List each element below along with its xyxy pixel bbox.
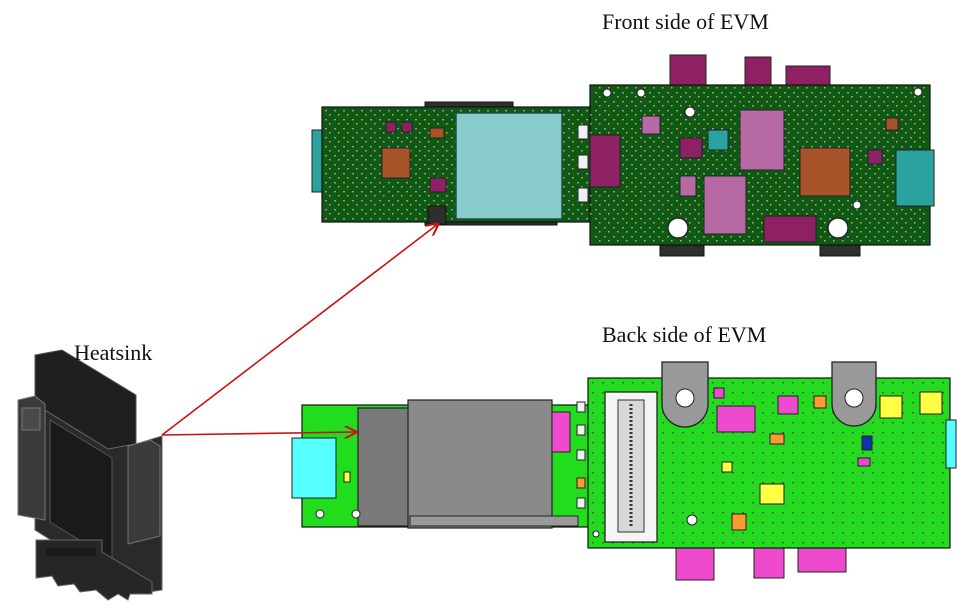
front-mount-hole-3	[684, 106, 696, 118]
back-switch-1	[576, 401, 586, 413]
back-heat-spreader-left	[357, 407, 411, 527]
back-chip-blue	[861, 435, 873, 451]
heatsink-left-tab	[21, 407, 41, 431]
front-chip-magenta-tiny-1	[385, 121, 397, 133]
back-mount-hole-4	[592, 530, 600, 538]
back-switch-3	[576, 449, 586, 461]
front-mount-hole-5	[602, 88, 612, 98]
front-chip-magenta-tiny-3	[867, 149, 883, 165]
front-top-connector-1	[669, 54, 707, 88]
front-chip-magenta-left	[589, 134, 621, 188]
back-left-connector	[291, 437, 337, 499]
front-chip-magenta-small	[429, 177, 447, 193]
back-board	[291, 361, 957, 581]
back-switch-4	[576, 477, 586, 489]
front-chip-teal	[707, 129, 729, 151]
front-mount-hole-4	[913, 87, 923, 97]
arrow-to-front	[161, 224, 438, 436]
front-thermal-pad	[455, 112, 563, 220]
back-mount-loop-2-hole	[844, 388, 864, 408]
back-chip-pink-4	[857, 457, 871, 467]
front-chip-copper-right	[799, 147, 851, 197]
heatsink-right-flange	[127, 439, 161, 545]
front-top-connector-2	[744, 56, 772, 88]
heatsink	[17, 349, 163, 601]
back-side-label: Back side of EVM	[602, 322, 767, 347]
front-switch-3	[577, 187, 589, 203]
back-chip-orange-3	[813, 395, 827, 409]
back-chip-yellow-4	[721, 461, 733, 473]
back-chip-pink-left	[551, 411, 571, 453]
back-mount-hole-1	[315, 509, 325, 519]
back-right-connector	[945, 419, 957, 469]
back-heat-spreader-lip	[409, 515, 579, 527]
arrow-to-back	[161, 432, 356, 435]
front-chip-pink-small	[641, 115, 661, 135]
back-chip-yellow-1	[879, 395, 903, 419]
front-board	[311, 54, 935, 257]
front-mount-hole-1	[667, 217, 689, 239]
back-chip-yellow-2	[919, 391, 943, 415]
back-switch-2	[576, 424, 586, 436]
back-mount-hole-3	[686, 514, 698, 526]
front-chip-magenta-mid	[679, 137, 703, 159]
back-chip-pink-1	[716, 405, 756, 433]
back-chip-yellow-5	[343, 471, 351, 483]
front-chip-pink-small-2	[679, 175, 697, 197]
back-heat-spreader-main	[407, 399, 553, 529]
heatsink-label: Heatsink	[74, 340, 153, 365]
back-mount-hole-2	[351, 509, 361, 519]
front-mount-hole-2	[827, 217, 849, 239]
front-chip-pink-lower	[703, 175, 747, 235]
front-chip-small-copper	[429, 127, 445, 139]
front-heatsink-tab	[427, 205, 447, 225]
back-chip-orange-1	[731, 513, 747, 531]
front-chip-magenta-tiny-2	[401, 121, 413, 133]
front-switch-2	[577, 154, 589, 170]
front-side-label: Front side of EVM	[602, 9, 769, 34]
front-chip-pink-large	[739, 109, 785, 171]
front-switch-1	[577, 124, 589, 140]
heatsink-fork-slot	[46, 548, 96, 556]
back-chip-orange-2	[769, 433, 785, 445]
front-right-connector	[895, 149, 935, 207]
front-chip-magenta-bottom	[763, 215, 817, 243]
front-chip-copper-left	[381, 147, 411, 179]
front-mount-hole-7	[852, 200, 862, 210]
front-chip-small-copper-2	[885, 117, 899, 131]
front-mount-hole-6	[636, 88, 646, 98]
back-mount-loop-1-hole	[675, 388, 695, 408]
back-chip-yellow-3	[759, 483, 785, 505]
back-chip-pink-3	[713, 387, 725, 399]
back-chip-pink-2	[777, 395, 799, 415]
back-switch-5	[576, 497, 586, 509]
